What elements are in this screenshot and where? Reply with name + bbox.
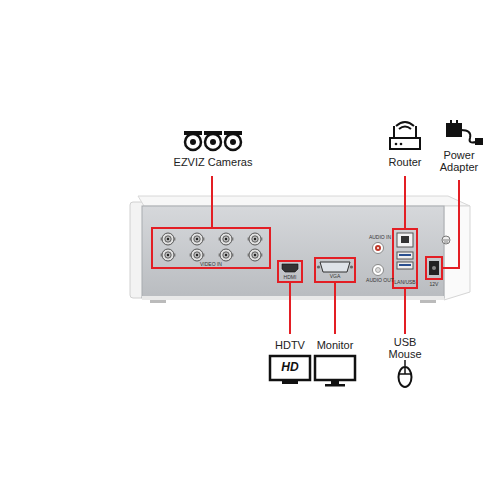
callout-label: Router bbox=[388, 156, 421, 168]
port-label: 12V bbox=[430, 282, 439, 288]
port-label: VIDEO IN bbox=[200, 262, 222, 268]
callout-label: USB Mouse bbox=[383, 336, 427, 360]
callout-label: EZVIZ Cameras bbox=[174, 156, 253, 168]
port-label: HDMI bbox=[284, 275, 297, 281]
port-label: AUDIO IN bbox=[369, 235, 391, 241]
port-label: LAN/USB bbox=[394, 280, 415, 286]
port-label: AUDIO OUT bbox=[366, 278, 394, 284]
icon-text: HD bbox=[281, 361, 298, 374]
callout-label: Power Adapter bbox=[432, 149, 486, 173]
port-label: VGA bbox=[330, 274, 341, 280]
callout-label: HDTV bbox=[275, 339, 305, 351]
callout-label: Monitor bbox=[317, 339, 354, 351]
